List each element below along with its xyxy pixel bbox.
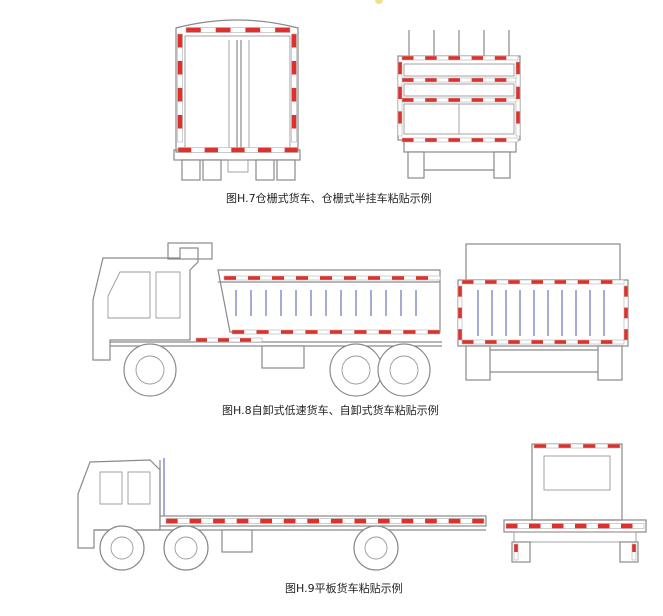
- reflective-tape-outline: [401, 55, 519, 61]
- h8-dump-truck-rear: [457, 243, 629, 381]
- reflective-tape-outline: [513, 543, 519, 561]
- h8-side-tape: [195, 275, 441, 343]
- h8-rear-tape: [457, 279, 629, 345]
- h7-stake-truck-rear: [397, 30, 521, 179]
- reflective-tape-outline: [177, 147, 299, 153]
- h7-stake-tape-sides: [397, 61, 521, 137]
- reflective-tape-outline: [461, 279, 625, 285]
- h7-caption: 图H.7仓栅式货车、仓栅式半挂车粘贴示例: [226, 192, 432, 205]
- reflective-tape-outline: [397, 61, 403, 137]
- reflective-tape-outline: [505, 523, 645, 529]
- reflective-tape-outline: [515, 61, 521, 137]
- h8-dump-body-ribs: [235, 290, 417, 316]
- h7-rear-tape-bottom: [177, 147, 299, 153]
- h8-rear-ribs: [477, 290, 605, 336]
- h7-rear-tape-left: [177, 33, 183, 143]
- h7-stake-tape-rows: [401, 55, 519, 143]
- h9-rear-tape: [505, 443, 645, 561]
- h9-caption: 图H.9平板货车粘贴示例: [285, 582, 403, 595]
- reflective-tape-outline: [231, 329, 441, 335]
- reflective-tape-outline: [291, 33, 297, 143]
- reflective-tape-outline: [623, 285, 629, 341]
- h9-flatbed-side: [77, 458, 487, 571]
- h9-flatbed-rear: [503, 443, 647, 563]
- reflective-tape-outline: [401, 137, 519, 143]
- reflective-tape-outline: [185, 27, 291, 33]
- h7-box-truck-rear: [173, 19, 301, 181]
- reflective-tape-outline: [533, 443, 621, 449]
- reflective-tape-outline: [461, 339, 625, 345]
- h7-rear-tape-top: [185, 27, 291, 33]
- reflective-tape-outline: [457, 285, 463, 341]
- reflective-tape-outline: [223, 275, 441, 281]
- reflective-tape-outline: [165, 518, 485, 524]
- decorative-dot: [375, 0, 383, 4]
- reflective-tape-outline: [631, 543, 637, 561]
- h7-rear-tape-right: [291, 33, 297, 143]
- h8-caption: 图H.8自卸式低速货车、自卸式货车粘贴示例: [222, 404, 439, 417]
- h9-side-tape: [165, 518, 485, 524]
- h8-dump-truck-side: [92, 242, 442, 397]
- reflective-tape-outline: [177, 33, 183, 143]
- reflective-tape-outline: [195, 337, 263, 343]
